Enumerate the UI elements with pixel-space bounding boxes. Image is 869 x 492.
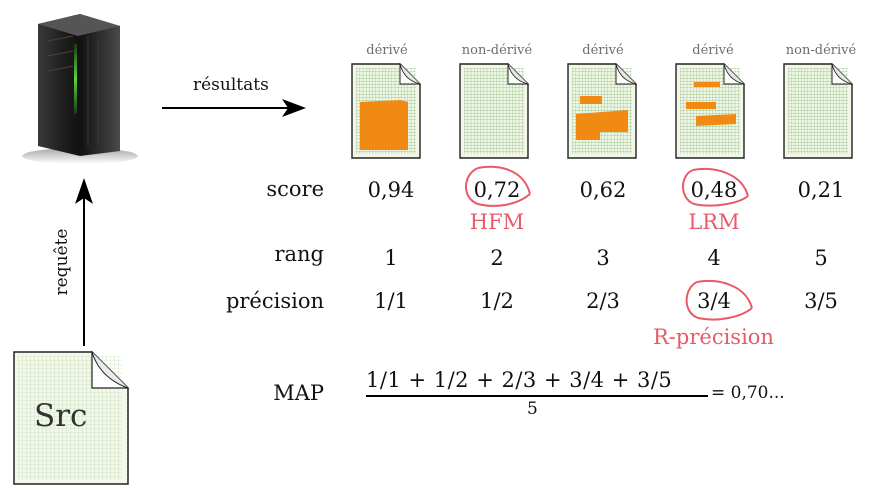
rank-row-label: rang [274, 242, 324, 266]
hfm-annotation: HFM [469, 210, 525, 234]
precision-value: 3/4 [697, 289, 731, 313]
server-icon [18, 6, 140, 166]
precision-value: 1/2 [480, 289, 514, 313]
doc-status-5: non-dérivé [785, 43, 857, 58]
map-denominator: 5 [527, 399, 538, 419]
score-value: 0,21 [797, 178, 845, 202]
rank-value: 2 [490, 246, 504, 270]
score-value: 0,48 [690, 178, 738, 202]
document-1 [351, 63, 421, 159]
hfm-circle-tail [477, 165, 531, 195]
doc-status-3: dérivé [582, 43, 624, 58]
doc-status-4: dérivé [692, 43, 734, 58]
results-label: résultats [193, 75, 269, 95]
score-value: 0,94 [367, 178, 415, 202]
doc-status-1: dérivé [366, 43, 408, 58]
result-documents [351, 63, 853, 159]
lrm-annotation: LRM [688, 210, 740, 234]
r-precision-circle [685, 281, 753, 321]
document-4 [675, 63, 745, 159]
source-document-label: Src [34, 398, 88, 434]
doc-status-2: non-dérivé [461, 43, 533, 58]
score-value: 0,62 [579, 178, 627, 202]
query-arrow [70, 176, 100, 348]
rank-value: 3 [596, 246, 610, 270]
map-row-label: MAP [273, 381, 324, 405]
lrm-circle [682, 169, 749, 207]
score-value: 0,72 [473, 178, 521, 202]
score-row-label: score [266, 177, 324, 201]
precision-value: 2/3 [586, 289, 620, 313]
map-fraction-bar [366, 395, 708, 397]
map-numerator: 1/1 + 1/2 + 2/3 + 3/4 + 3/5 [366, 368, 673, 392]
precision-value: 3/5 [804, 289, 838, 313]
rank-value: 4 [707, 246, 721, 270]
rank-value: 1 [384, 246, 398, 270]
precision-value: 1/1 [374, 289, 408, 313]
rank-value: 5 [814, 246, 828, 270]
source-document [10, 348, 132, 488]
r-precision-circle-tail [696, 280, 753, 309]
map-result: = 0,70... [711, 383, 785, 403]
precision-row-label: précision [225, 289, 324, 313]
document-3 [567, 63, 637, 159]
results-arrow [160, 96, 310, 120]
r-precision-annotation: R-précision [653, 325, 774, 349]
lrm-circle-tail [692, 168, 749, 197]
hfm-circle [465, 167, 531, 207]
